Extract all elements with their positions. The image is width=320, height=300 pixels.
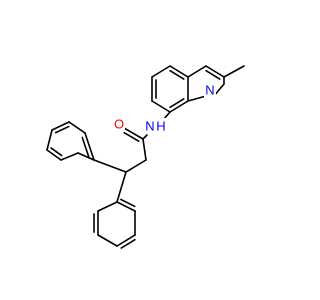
bond <box>187 95 207 102</box>
bond <box>97 234 118 247</box>
bond <box>51 121 70 131</box>
bond <box>81 136 90 159</box>
ring-nitrogen-label: N <box>205 83 214 98</box>
bond <box>77 152 95 161</box>
oxygen-atom-label: O <box>114 117 124 132</box>
bond <box>120 238 136 249</box>
bond <box>116 234 136 247</box>
bond <box>50 147 63 157</box>
bond <box>46 129 53 151</box>
bond <box>97 201 118 212</box>
bond <box>205 69 221 80</box>
bond <box>84 132 95 161</box>
bond <box>123 127 144 140</box>
ring-nitrogen-label-bg <box>204 82 216 98</box>
bond <box>169 100 189 113</box>
bond <box>54 125 70 134</box>
amide-hydrogen-label: H <box>156 119 165 134</box>
bond <box>223 65 245 78</box>
bond <box>68 121 86 134</box>
bond <box>123 131 140 142</box>
bond <box>142 138 147 161</box>
molecule-canvas: O N H N <box>46 65 245 249</box>
bond <box>125 159 147 173</box>
bond <box>151 65 171 78</box>
bond <box>120 198 136 208</box>
amide-nitrogen-label: N <box>145 119 154 134</box>
bond <box>46 149 62 161</box>
bond <box>60 152 79 161</box>
bond-lines <box>46 65 245 249</box>
bond <box>142 134 148 140</box>
bond <box>151 100 171 113</box>
bond <box>205 65 225 78</box>
bond <box>169 69 185 80</box>
bond <box>116 171 127 203</box>
oxygen-label-bg <box>113 116 125 132</box>
bond <box>169 65 189 78</box>
structure-diagram: O N H N <box>46 65 245 249</box>
bond <box>169 98 185 109</box>
bond <box>93 159 127 173</box>
bond <box>116 201 136 212</box>
nh-label-bg <box>143 118 167 134</box>
bond <box>187 65 207 78</box>
